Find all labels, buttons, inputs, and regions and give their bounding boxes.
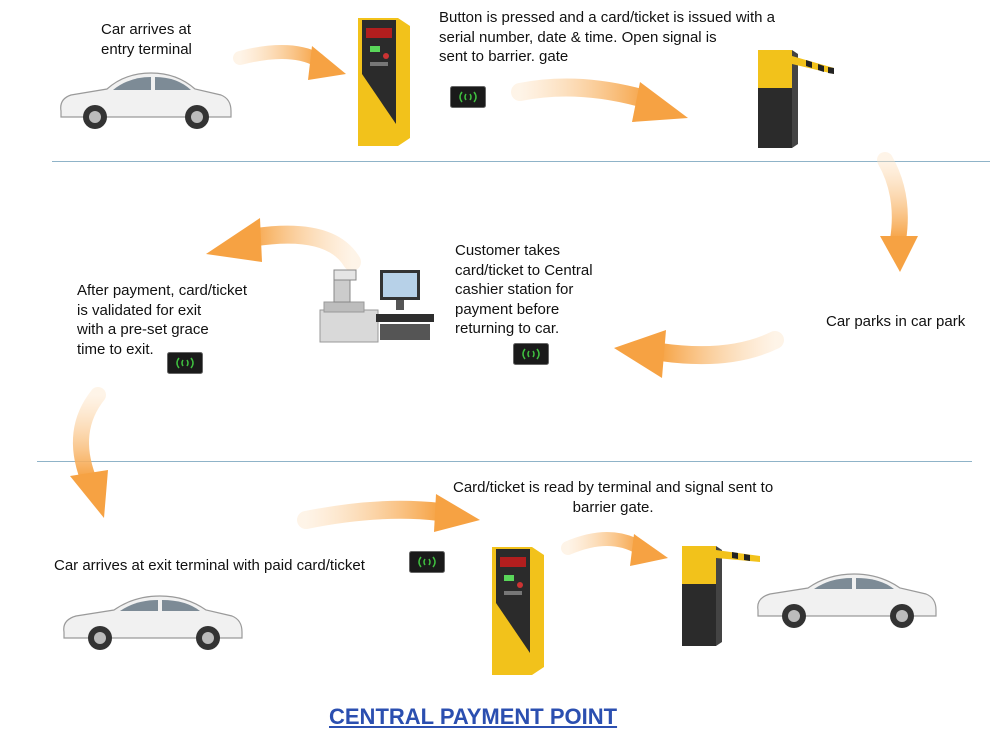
step-entry-text: Car arrives at entry terminal [101,21,192,58]
diagram-title: CENTRAL PAYMENT POINT [329,704,618,729]
car-exit-image [63,595,243,650]
card-icon-cashier [513,343,549,365]
divider-bottom [37,461,972,462]
arrow-to-exit-barrier [561,532,668,566]
car-leaving-image [757,573,937,628]
exit-ticket-terminal-image [492,547,544,675]
step-issue-text: Button is pressed and a card/ticket is i… [439,9,776,65]
arrow-to-car-park [877,152,918,272]
arrow-to-exit-terminal [297,494,480,532]
card-icon-entry [450,86,486,108]
divider-top [52,161,990,162]
arrow-entry [233,45,346,80]
step-park-text: Car parks in car park [826,313,966,330]
car-entry-image [60,72,232,129]
card-icon-exit [409,551,445,573]
card-icon-validate [167,352,203,374]
cashier-station-image [319,269,434,343]
arrow-to-validate [206,218,361,271]
arrow-to-cashier [614,330,784,378]
step-read-text: Card/ticket is read by terminal and sign… [453,479,774,516]
arrow-to-barrier [511,78,688,122]
exit-barrier-gate-image [682,546,760,646]
entry-barrier-gate-image [758,50,834,148]
step-validate-text: After payment, card/ticket is validated … [77,282,248,358]
step-exit-terminal-text: Car arrives at exit terminal with paid c… [54,557,365,574]
arrow-to-exit-row [70,387,108,518]
entry-ticket-terminal-image [358,18,410,146]
step-cashier-text: Customer takes card/ticket to Central ca… [455,242,593,337]
